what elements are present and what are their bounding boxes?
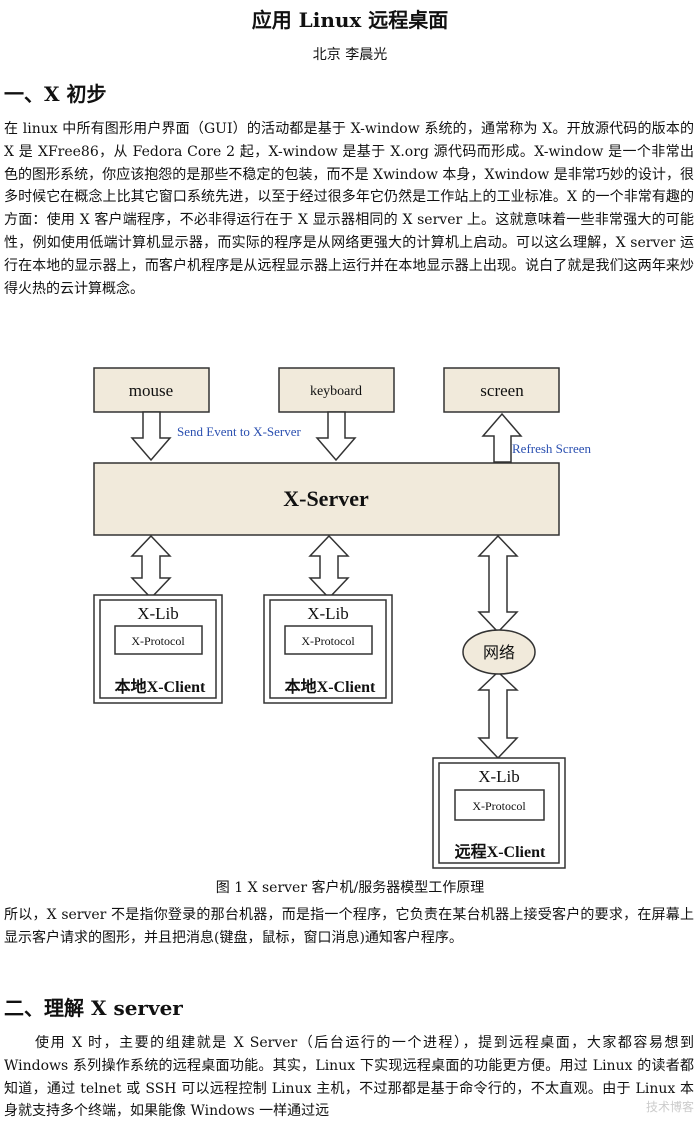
screen-box — [443, 367, 560, 413]
keyboard-box — [278, 367, 395, 413]
section-heading-2: 二、理解 X server — [4, 996, 183, 1020]
xprotocol-box-3 — [454, 789, 545, 821]
send-event-label: Send Event to X-Server — [177, 424, 302, 439]
screen-label: screen — [480, 381, 524, 400]
xprotocol-label-1: X-Protocol — [131, 634, 185, 648]
client1-link — [130, 534, 172, 600]
server-network-link — [477, 534, 519, 634]
author-line: 北京 李晨光 — [312, 47, 388, 63]
xprotocol-box-1 — [114, 625, 203, 655]
page-title: 应用 Linux 远程桌面 — [251, 8, 449, 32]
section-heading-1: 一、X 初步 — [4, 82, 107, 106]
paragraph-xserver-explain: 所以，X server 不是指你登录的那台机器，而是指一个程序，它负责在某台机器… — [4, 907, 694, 946]
remote-client-label: 远程X-Client — [455, 843, 546, 861]
xprotocol-label-2: X-Protocol — [301, 634, 355, 648]
network-node — [462, 629, 536, 675]
xprotocol-label-3: X-Protocol — [472, 799, 526, 813]
mouse-arrow — [130, 411, 172, 462]
mouse-box — [93, 367, 210, 413]
paragraph-intro: 在 linux 中所有图形用户界面（GUI）的活动都是基于 X-window 系… — [4, 121, 694, 297]
xserver-label: X-Server — [283, 486, 369, 511]
client2-link — [308, 534, 350, 600]
paragraph-understand: 使用 X 时，主要的组建就是 X Server（后台运行的一个进程），提到远程桌… — [4, 1035, 694, 1120]
xserver-box — [93, 462, 560, 536]
xprotocol-box-2 — [284, 625, 373, 655]
network-client-link — [477, 670, 519, 760]
figure-caption: 图 1 X server 客户机/服务器模型工作原理 — [215, 880, 485, 896]
keyboard-label: keyboard — [310, 384, 362, 399]
xlib-label-1: X-Lib — [137, 604, 179, 623]
xserver-diagram: mouse keyboard screen X-Server X-Lib X-P… — [93, 367, 592, 869]
keyboard-arrow — [315, 411, 357, 462]
local-client-label-1: 本地X-Client — [115, 677, 206, 696]
refresh-arrow — [481, 412, 523, 463]
local-client-label-2: 本地X-Client — [285, 677, 376, 696]
mouse-label: mouse — [129, 381, 173, 400]
network-label: 网络 — [483, 643, 515, 662]
xlib-label-3: X-Lib — [478, 767, 520, 786]
blog-watermark: 技术博客 — [645, 1100, 694, 1114]
xlib-label-2: X-Lib — [307, 604, 349, 623]
refresh-screen-label: Refresh Screen — [512, 441, 592, 456]
